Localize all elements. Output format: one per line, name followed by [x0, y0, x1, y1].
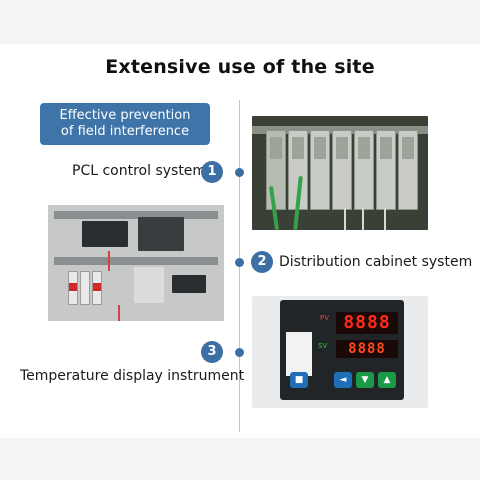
- item-3-number-badge: 3: [201, 341, 223, 363]
- plc-module: [354, 130, 374, 210]
- plc-module: [398, 130, 418, 210]
- wire: [384, 208, 386, 230]
- item-2-label: Distribution cabinet system: [279, 254, 473, 270]
- plc-module: [310, 130, 330, 210]
- controller-sticker: [286, 332, 312, 376]
- timeline-dot-2: [235, 258, 244, 267]
- set-button: ■: [290, 372, 308, 388]
- cable-tray: [54, 211, 218, 219]
- plc-module: [376, 130, 396, 210]
- terminal-block: [172, 275, 206, 293]
- wire: [362, 208, 364, 230]
- temperature-controller-photo: PV 8888 SV 8888 ■ ◄ ▼ ▲: [252, 296, 428, 408]
- wire: [344, 208, 346, 230]
- pv-display: 8888: [336, 312, 398, 334]
- item-1-number-badge: 1: [201, 161, 223, 183]
- sv-display: 8888: [336, 340, 398, 358]
- cable-tray: [54, 257, 218, 265]
- timeline-dot-1: [235, 168, 244, 177]
- shift-button: ◄: [334, 372, 352, 388]
- up-button: ▲: [378, 372, 396, 388]
- plc-photo: [252, 116, 428, 230]
- down-button: ▼: [356, 372, 374, 388]
- item-3-label: Temperature display instrument: [20, 368, 245, 384]
- timeline-dot-3: [235, 348, 244, 357]
- breaker-indicator: [69, 283, 77, 291]
- feature-tag-line-2: of field interference: [60, 124, 190, 139]
- plc-module: [332, 130, 352, 210]
- breaker-indicator: [93, 283, 101, 291]
- relay-block: [134, 267, 164, 303]
- item-2-number-badge: 2: [251, 251, 273, 273]
- cabinet-photo: [48, 205, 224, 321]
- wire: [108, 251, 110, 271]
- wire: [118, 305, 120, 321]
- feature-tag-line-1: Effective prevention: [59, 108, 191, 123]
- power-supply: [138, 217, 184, 251]
- page-title: Extensive use of the site: [105, 56, 375, 78]
- pv-label: PV: [320, 314, 330, 322]
- controller-body: PV 8888 SV 8888 ■ ◄ ▼ ▲: [280, 300, 404, 400]
- sv-label: SV: [318, 342, 328, 350]
- item-1-label: PCL control system: [72, 163, 207, 179]
- plc-module: [266, 130, 286, 210]
- power-module: [82, 221, 128, 247]
- breaker: [80, 271, 90, 305]
- feature-tag: Effective prevention of field interferen…: [40, 103, 210, 145]
